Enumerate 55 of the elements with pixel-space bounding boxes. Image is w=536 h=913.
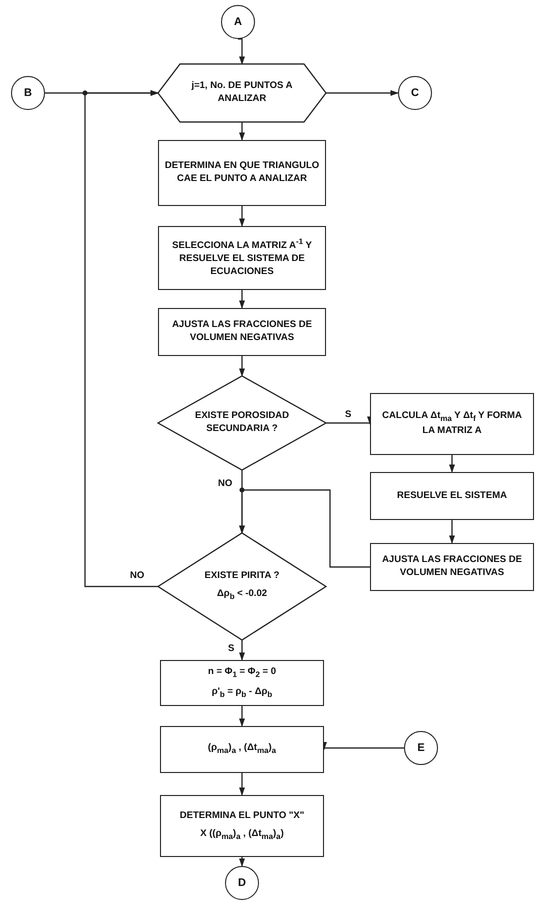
arrow bbox=[239, 773, 245, 796]
node-text: ρ'$_{b}$ = ρ$_{b}$ - Δρ$_{b}$ bbox=[212, 686, 272, 700]
node-text: RESUELVE EL SISTEMA bbox=[397, 490, 507, 502]
arrow bbox=[449, 520, 455, 544]
arrow bbox=[239, 356, 245, 377]
arrow bbox=[326, 90, 399, 96]
node-text: AJUSTA LAS FRACCIONES DE VOLUMEN NEGATIVAS bbox=[171, 319, 313, 345]
connector-circle bbox=[221, 5, 255, 39]
arrow bbox=[239, 489, 370, 568]
connector-circle bbox=[404, 731, 438, 765]
connector-circle bbox=[225, 866, 259, 900]
node-text: AJUSTA LAS FRACCIONES DE VOLUMEN NEGATIVAS bbox=[381, 554, 523, 580]
node-text: n = Φ$_{1}$ = Φ$_{2}$ = 0 bbox=[208, 666, 276, 680]
arrow bbox=[239, 122, 245, 141]
preparation-hexagon bbox=[158, 64, 326, 122]
process-box bbox=[160, 795, 324, 857]
node-text: SELECCIONA LA MATRIZ A$^{-1}$ Y RESUELVE EL SISTEMA DE ECUACIONES bbox=[171, 237, 313, 279]
edge-label: NO bbox=[128, 570, 146, 581]
decision-diamond bbox=[158, 533, 326, 640]
node-text: E bbox=[417, 740, 425, 756]
arrow bbox=[449, 455, 455, 473]
node-text: DETERMINA EN QUE TRIANGULO CAE EL PUNTO A ANALIZAR bbox=[164, 160, 320, 186]
process-box bbox=[160, 660, 324, 706]
process-box bbox=[370, 393, 534, 455]
node-text: j=1, No. DE PUNTOS A ANALIZAR bbox=[190, 80, 294, 106]
edge-label: NO bbox=[216, 478, 234, 489]
node-text: CALCULA Δt$_{ma}$ Y Δt$_{f}$ Y FORMA LA MATRIZ A bbox=[381, 410, 523, 438]
node-text: D bbox=[238, 876, 246, 890]
process-box bbox=[370, 543, 534, 591]
process-box bbox=[370, 472, 534, 520]
node-text: X ((ρ$_{ma}$)$_{a}$ , (Δt$_{ma}$)$_{a}$) bbox=[200, 828, 284, 842]
node-text: C bbox=[411, 86, 419, 100]
arrow bbox=[239, 290, 245, 309]
node-text: B bbox=[24, 86, 32, 100]
node-text: EXISTE POROSIDAD SECUNDARIA ? bbox=[194, 410, 290, 436]
node-text: Δρ$_{b}$ < -0.02 bbox=[216, 588, 268, 603]
arrow bbox=[239, 640, 245, 661]
connector-circle bbox=[398, 76, 432, 110]
edge-label: S bbox=[226, 643, 236, 654]
process-box bbox=[158, 308, 326, 356]
process-box bbox=[158, 226, 326, 290]
arrow bbox=[239, 706, 245, 727]
arrow bbox=[238, 38, 245, 65]
node-text: (ρ$_{ma}$)$_{a}$ , (Δt$_{ma}$)$_{a}$ bbox=[208, 742, 276, 757]
process-box bbox=[160, 726, 324, 773]
arrow bbox=[239, 206, 245, 227]
node-text: DETERMINA EL PUNTO "X" bbox=[180, 810, 304, 823]
node-text: A bbox=[234, 14, 242, 30]
arrow bbox=[84, 90, 159, 588]
connector-circle bbox=[11, 76, 45, 110]
process-box bbox=[158, 140, 326, 206]
arrow bbox=[239, 857, 245, 867]
node-text: EXISTE PIRITA ? bbox=[204, 570, 280, 584]
decision-diamond bbox=[158, 376, 326, 470]
edge-label: S bbox=[343, 409, 354, 420]
